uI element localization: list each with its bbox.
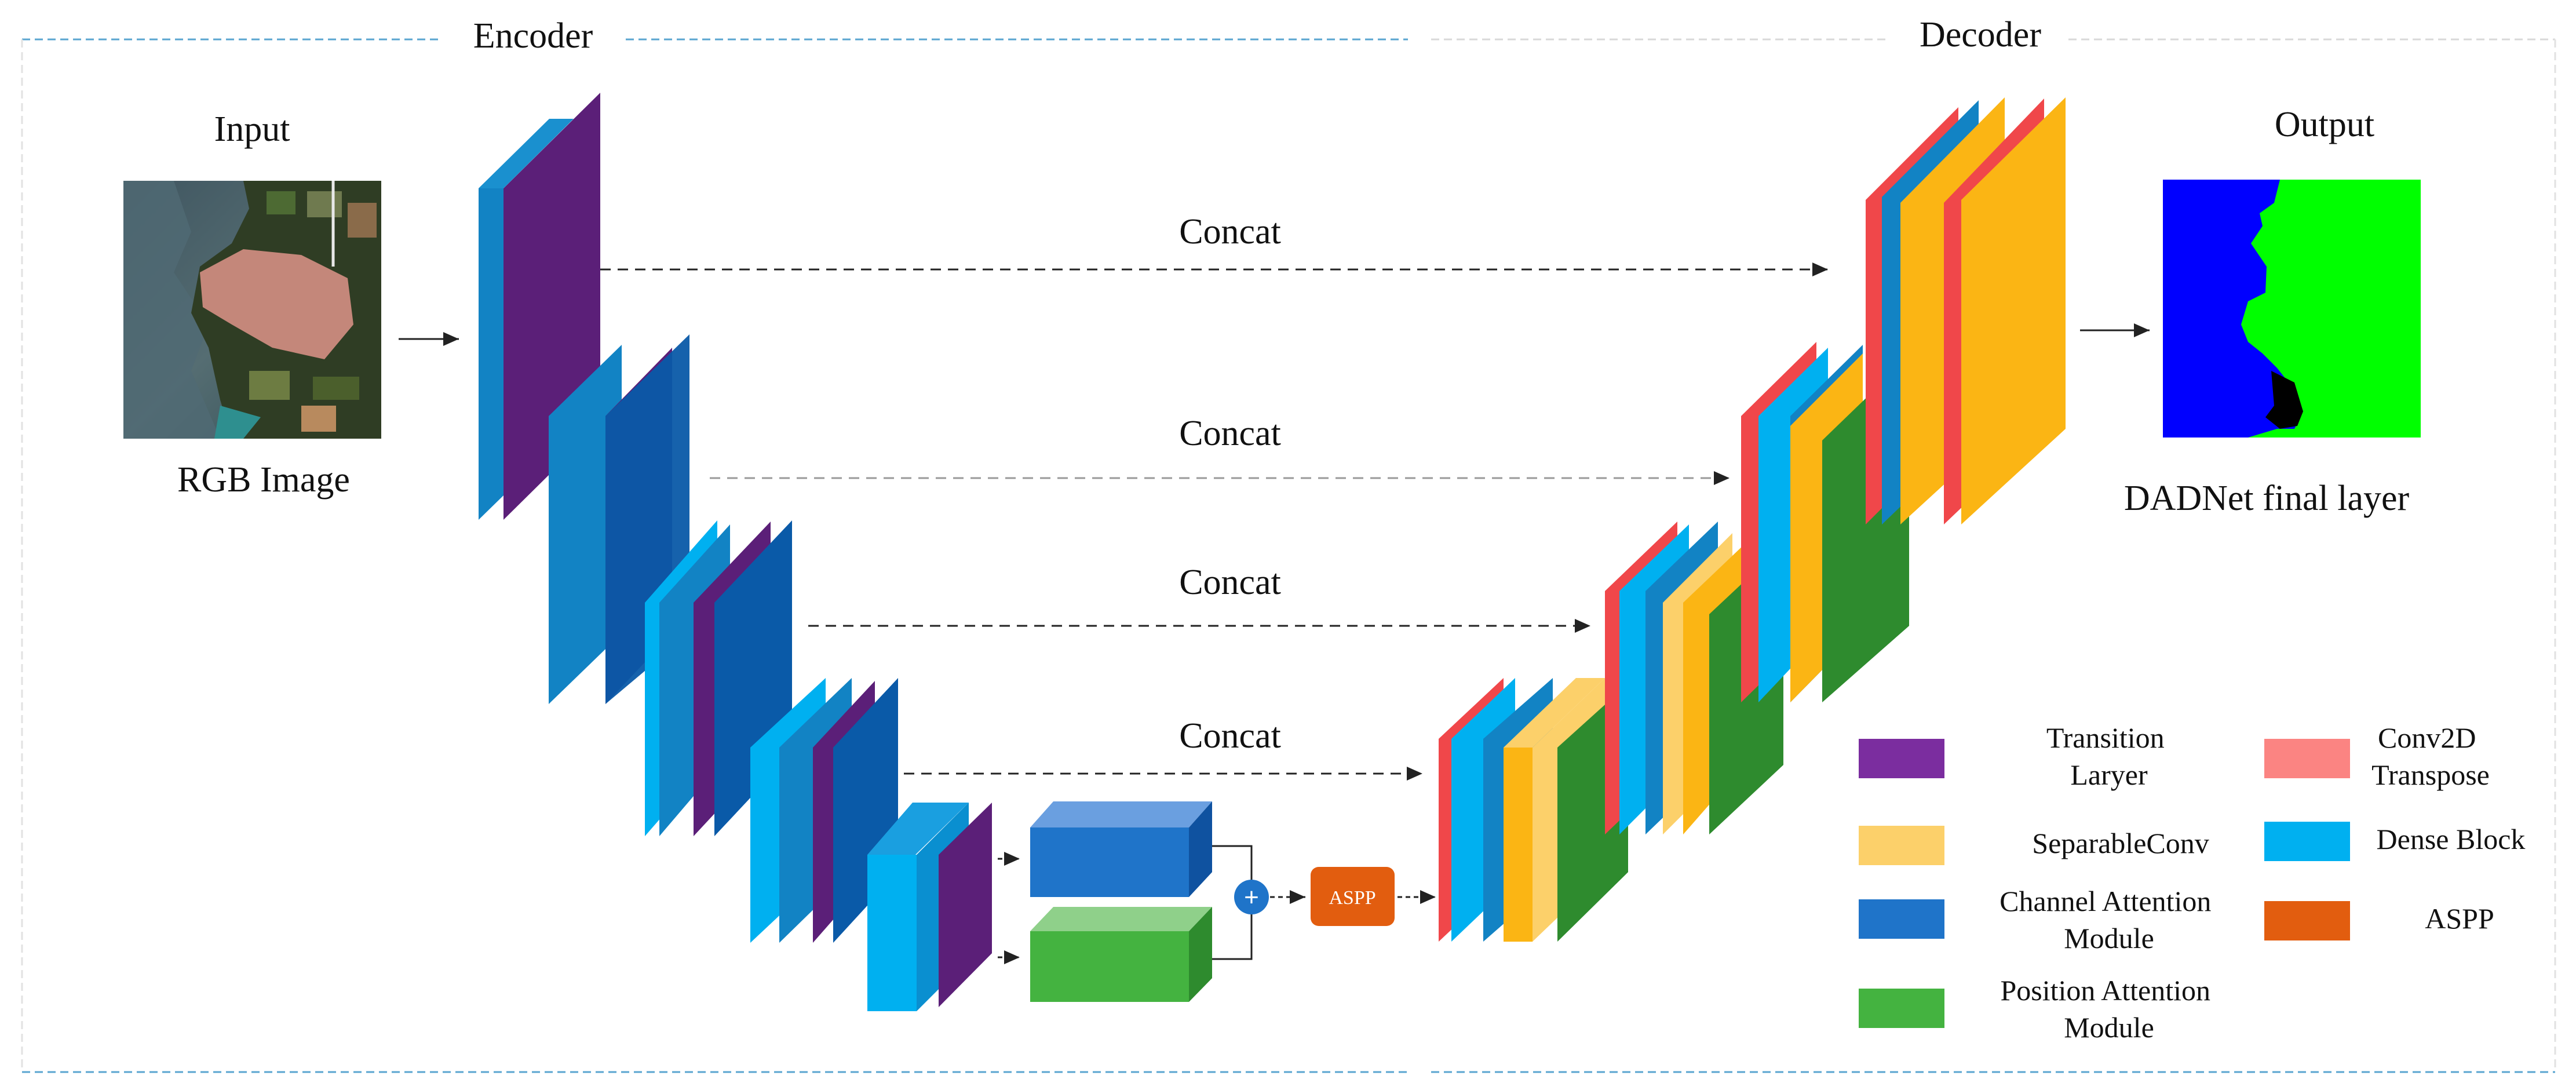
position-attention-module (1030, 907, 1212, 1002)
legend-swatch-dense-block (2264, 822, 2350, 861)
legend-swatch-aspp (2264, 901, 2350, 940)
skip-connection-2: Concat (710, 414, 1730, 485)
concat-label-2: Concat (1179, 414, 1281, 453)
input-title: Input (214, 110, 290, 149)
decoder-block-4 (1866, 97, 2066, 524)
legend-swatch-position-attention (1859, 989, 1944, 1028)
legend-swatch-separableconv (1859, 826, 1944, 865)
aspp-label: ASPP (1329, 887, 1375, 909)
position-attention-to-sum (1212, 910, 1253, 960)
legend-label-conv2d-transpose: Conv2D Transpose (2371, 721, 2490, 791)
legend-swatch-transition (1859, 739, 1944, 778)
sum-symbol: + (1244, 883, 1259, 912)
concat-label-4: Concat (1179, 716, 1281, 756)
input-caption: RGB Image (177, 460, 350, 500)
aspp-block: ASPP (1311, 867, 1395, 926)
output-segmentation-map (2163, 180, 2421, 438)
legend-label-aspp: ASPP (2425, 902, 2494, 935)
legend-label-separableconv: SeparableConv (2032, 827, 2209, 859)
decoder-label: Decoder (1920, 15, 2041, 54)
encoder-block-5 (867, 803, 992, 1011)
encoder-label: Encoder (473, 16, 593, 56)
output-title: Output (2275, 105, 2374, 144)
output-caption: DADNet final layer (2124, 479, 2410, 518)
section-frame (21, 38, 2556, 1073)
skip-connection-1: Concat (600, 212, 1828, 276)
legend-label-dense-block: Dense Block (2377, 823, 2526, 855)
legend-swatch-conv2d-transpose (2264, 739, 2350, 778)
concat-label-1: Concat (1179, 212, 1281, 251)
legend: Transition Laryer SeparableConv Channel … (1859, 721, 2525, 1044)
input-satellite-image (123, 181, 381, 439)
skip-connection-4: Concat (904, 716, 1422, 781)
legend-label-channel-attention: Channel Attention Module (1999, 885, 2219, 954)
decoder-block-1 (1439, 678, 1628, 942)
channel-attention-to-sum (1212, 845, 1253, 884)
legend-swatch-channel-attention (1859, 899, 1944, 939)
legend-label-position-attention: Position Attention Module (2000, 974, 2217, 1044)
concat-label-3: Concat (1179, 563, 1281, 602)
legend-label-transition: Transition Laryer (2046, 721, 2172, 791)
sum-node: + (1234, 880, 1269, 914)
channel-attention-module (1030, 801, 1212, 897)
skip-connection-3: Concat (808, 563, 1590, 633)
